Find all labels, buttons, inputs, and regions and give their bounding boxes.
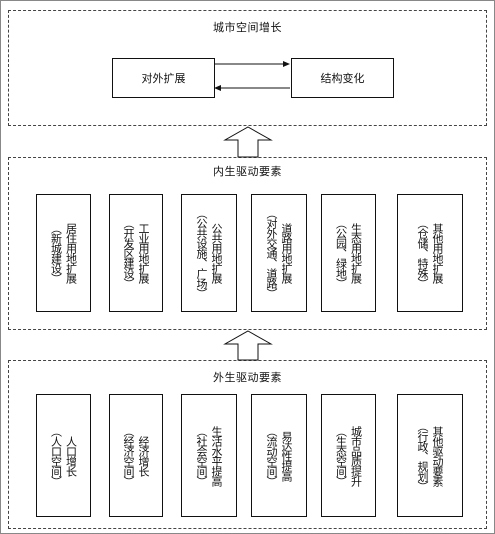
driver-box-public: 公共用地扩展 （公共设施、广场） [181,194,237,312]
driver-box-accessibility: 易达性提高 （流动空间） [251,394,307,517]
urban-growth-title: 城市空间增长 [213,21,282,34]
driver-sublabel: （对外交通、道路） [265,208,278,298]
external-to-internal-arrow [223,330,273,361]
urban-growth-panel: 城市空间增长 对外扩展 结构变化 [8,10,487,126]
driver-label: 经济增长 [137,435,150,476]
driver-sublabel: （人口空间） [49,425,63,486]
driver-box-other-drivers: 其他驱动要素 （行政、规划） [397,394,463,517]
structure-to-expansion-arrow [214,85,290,91]
driver-sublabel: （开发区建设） [122,218,135,288]
driver-label: 城市品质提升 [349,425,363,486]
driver-box-ecological: 生态用地扩展 （公园、绿地） [321,194,376,312]
driver-box-industrial: 工业用地扩展 （开发区建设） [109,194,163,312]
driver-sublabel: （社会空间） [195,425,208,486]
driver-sublabel: （流动空间） [265,425,278,486]
external-drivers-title: 外生驱动要素 [213,371,282,384]
internal-drivers-title: 内生驱动要素 [213,165,282,178]
driver-label: 易达性提高 [280,430,293,481]
driver-sublabel: （新城建设） [49,223,63,283]
driver-label: 其他驱动要素 [431,425,444,486]
driver-sublabel: （公园、绿地） [334,218,348,288]
driver-box-residential: 居住用地扩展 （新城建设） [36,194,91,312]
internal-drivers-panel: 内生驱动要素 居住用地扩展 （新城建设） 工业用地扩展 （开发区建设） 公共用地… [8,157,487,330]
driver-box-population: 人口增长 （人口空间） [36,394,91,517]
driver-label: 工业用地扩展 [137,223,150,283]
driver-label: 人口增长 [64,435,78,476]
driver-label: 公共用地扩展 [210,223,223,283]
external-drivers-panel: 外生驱动要素 人口增长 （人口空间） 经济增长 （经济空间） 生活水平提高 （社… [8,360,487,529]
driver-sublabel: （行政、规划） [416,420,429,491]
driver-box-economy: 经济增长 （经济空间） [109,394,163,517]
internal-to-urban-growth-arrow [223,126,273,158]
driver-box-road: 道路用地扩展 （对外交通、道路） [251,194,307,312]
driver-label: 居住用地扩展 [64,223,78,283]
driver-label: 生活水平提高 [210,425,223,486]
driver-label: 道路用地扩展 [280,223,293,283]
driver-label: 其他用地扩展 [431,223,444,283]
expansion-to-structure-arrow [214,61,290,67]
structural-change-box: 结构变化 [291,58,394,98]
driver-sublabel: （生态空间） [334,425,348,486]
external-expansion-box: 对外扩展 [112,58,215,98]
driver-label: 生态用地扩展 [349,223,363,283]
driver-sublabel: （公共设施、广场） [195,208,208,298]
driver-sublabel: （经济空间） [122,425,135,486]
driver-box-other-land: 其他用地扩展 （仓储、特殊） [397,194,463,312]
driver-sublabel: （仓储、特殊） [416,218,429,288]
driver-box-urban-quality: 城市品质提升 （生态空间） [321,394,376,517]
driver-box-living-standard: 生活水平提高 （社会空间） [181,394,237,517]
